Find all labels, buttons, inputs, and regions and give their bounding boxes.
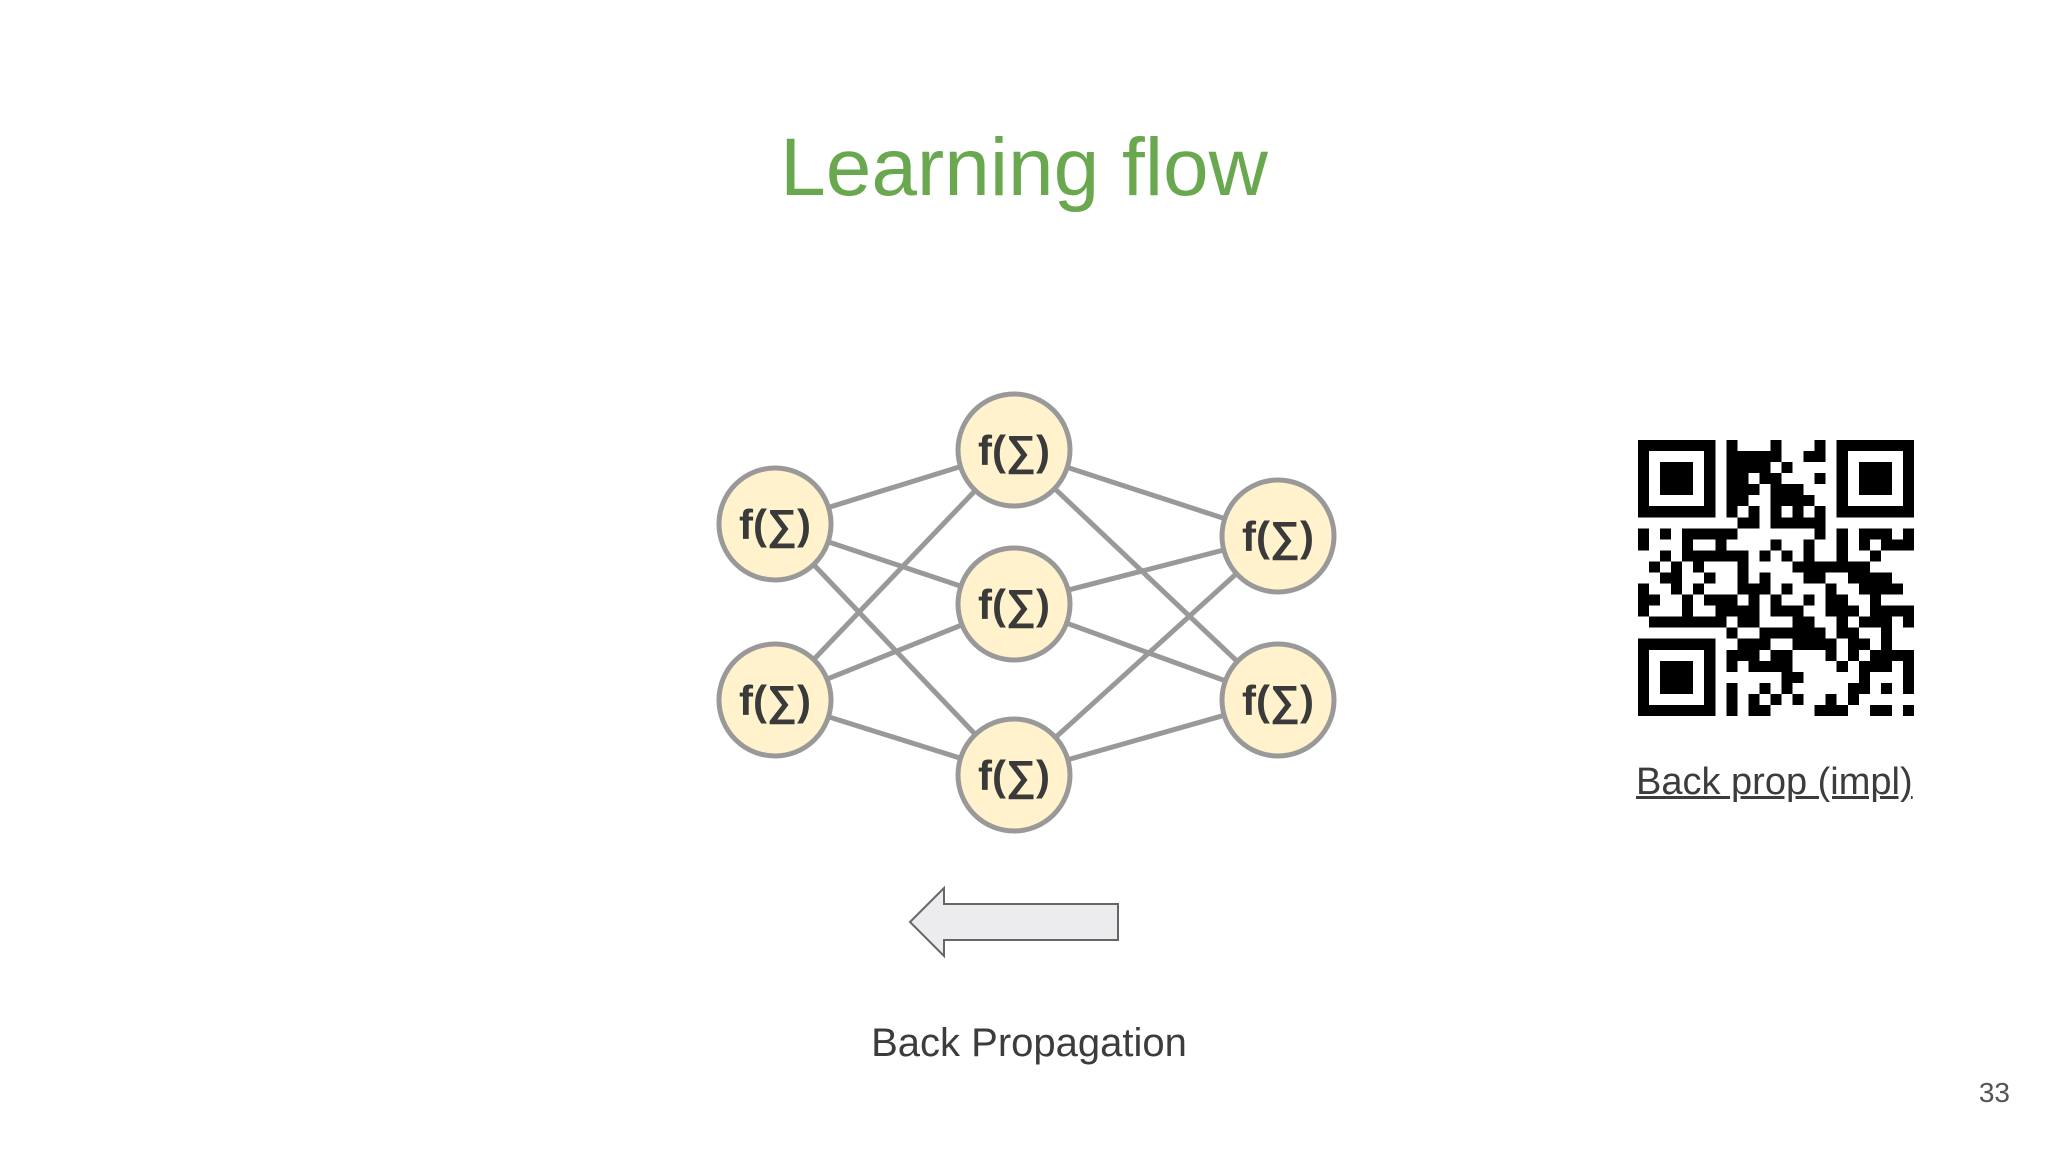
neuron-node: f(∑) (1219, 477, 1337, 595)
qr-code-icon (1638, 440, 1914, 716)
page-number: 33 (1978, 1077, 2010, 1108)
network-edge (1012, 448, 1280, 702)
left-arrow-icon (908, 885, 1119, 959)
slide-title: Learning flow (780, 122, 1268, 213)
back-propagation-caption: Back Propagation (871, 1021, 1187, 1065)
neuron-node: f(∑) (716, 465, 834, 583)
neuron-node: f(∑) (955, 716, 1073, 834)
back-prop-impl-link[interactable]: Back prop (impl) (1636, 761, 1913, 803)
neuron-circle (716, 465, 834, 583)
neuron-circle (1219, 641, 1337, 759)
neuron-node: f(∑) (955, 391, 1073, 509)
neuron-label: f(∑) (739, 501, 811, 549)
neuron-circle (955, 716, 1073, 834)
network-edge (1012, 534, 1280, 777)
neuron-label: f(∑) (1242, 513, 1314, 561)
neuron-node: f(∑) (716, 641, 834, 759)
neuron-circle (955, 391, 1073, 509)
neuron-circle (716, 641, 834, 759)
neuron-label: f(∑) (978, 581, 1050, 629)
neuron-label: f(∑) (978, 427, 1050, 475)
neuron-label: f(∑) (1242, 677, 1314, 725)
network-nodes: f(∑) f(∑) f(∑) f(∑) f(∑) f(∑) f(∑) (716, 391, 1337, 834)
neuron-circle (955, 545, 1073, 663)
neuron-circle (1219, 477, 1337, 595)
neuron-node: f(∑) (955, 545, 1073, 663)
neuron-label: f(∑) (978, 752, 1050, 800)
neuron-label: f(∑) (739, 677, 811, 725)
neuron-node: f(∑) (1219, 641, 1337, 759)
